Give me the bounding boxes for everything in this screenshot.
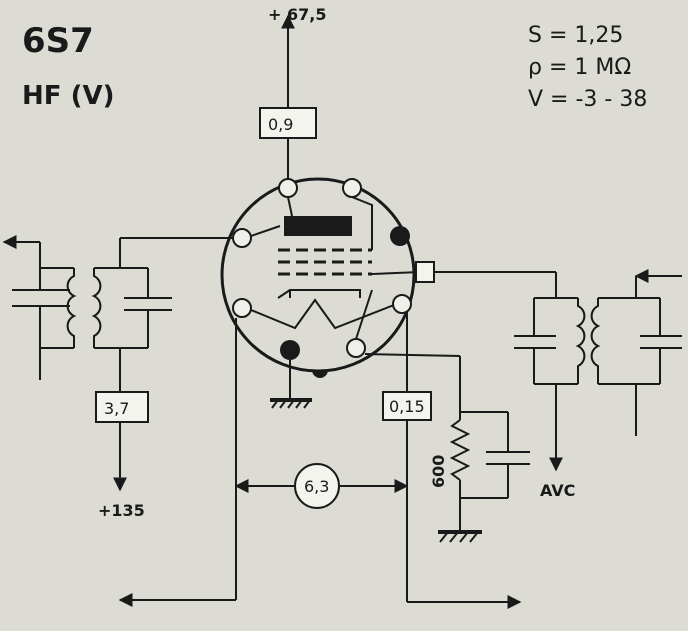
pin-screen (232, 228, 252, 248)
key-notch (312, 370, 328, 378)
grid-cap (415, 261, 435, 283)
pin-heater-left (232, 298, 252, 318)
plate-current-label: 0,9 (268, 115, 293, 134)
anode-plate (284, 216, 352, 236)
cathode-current-box (382, 391, 432, 421)
param-resistance: ρ = 1 MΩ (528, 55, 631, 80)
pin-top-right (342, 178, 362, 198)
tube-ground (270, 360, 312, 409)
screen-supply-label: +135 (98, 501, 145, 520)
cathode-resistor-label: 600 (429, 455, 448, 488)
tube-electrodes (250, 196, 421, 340)
right-tank-circuit (434, 269, 682, 472)
plate-current-box (259, 107, 317, 139)
param-slope: S = 1,25 (528, 23, 623, 48)
heater-voltage-label: 6,3 (304, 477, 329, 496)
heater-leads (118, 312, 522, 609)
left-tank-circuit (2, 235, 233, 492)
avc-label: AVC (540, 481, 575, 500)
pin-blank-right (390, 226, 410, 246)
pin-cathode (346, 338, 366, 358)
param-voltage: V = -3 - 38 (528, 87, 647, 112)
pin-plate (278, 178, 298, 198)
tube-function-label: HF (V) (22, 81, 114, 111)
cathode-current-label: 0,15 (389, 397, 425, 416)
plate-supply-label: + 67,5 (268, 5, 326, 24)
tube-pins (232, 178, 412, 378)
pin-heater-right (392, 294, 412, 314)
screen-current-box (95, 391, 149, 423)
heater-voltage-circle (294, 463, 340, 509)
pin-ground (280, 340, 300, 360)
screen-current-label: 3,7 (104, 399, 129, 418)
cathode-network (364, 353, 530, 543)
tube-type-label: 6S7 (22, 21, 94, 61)
